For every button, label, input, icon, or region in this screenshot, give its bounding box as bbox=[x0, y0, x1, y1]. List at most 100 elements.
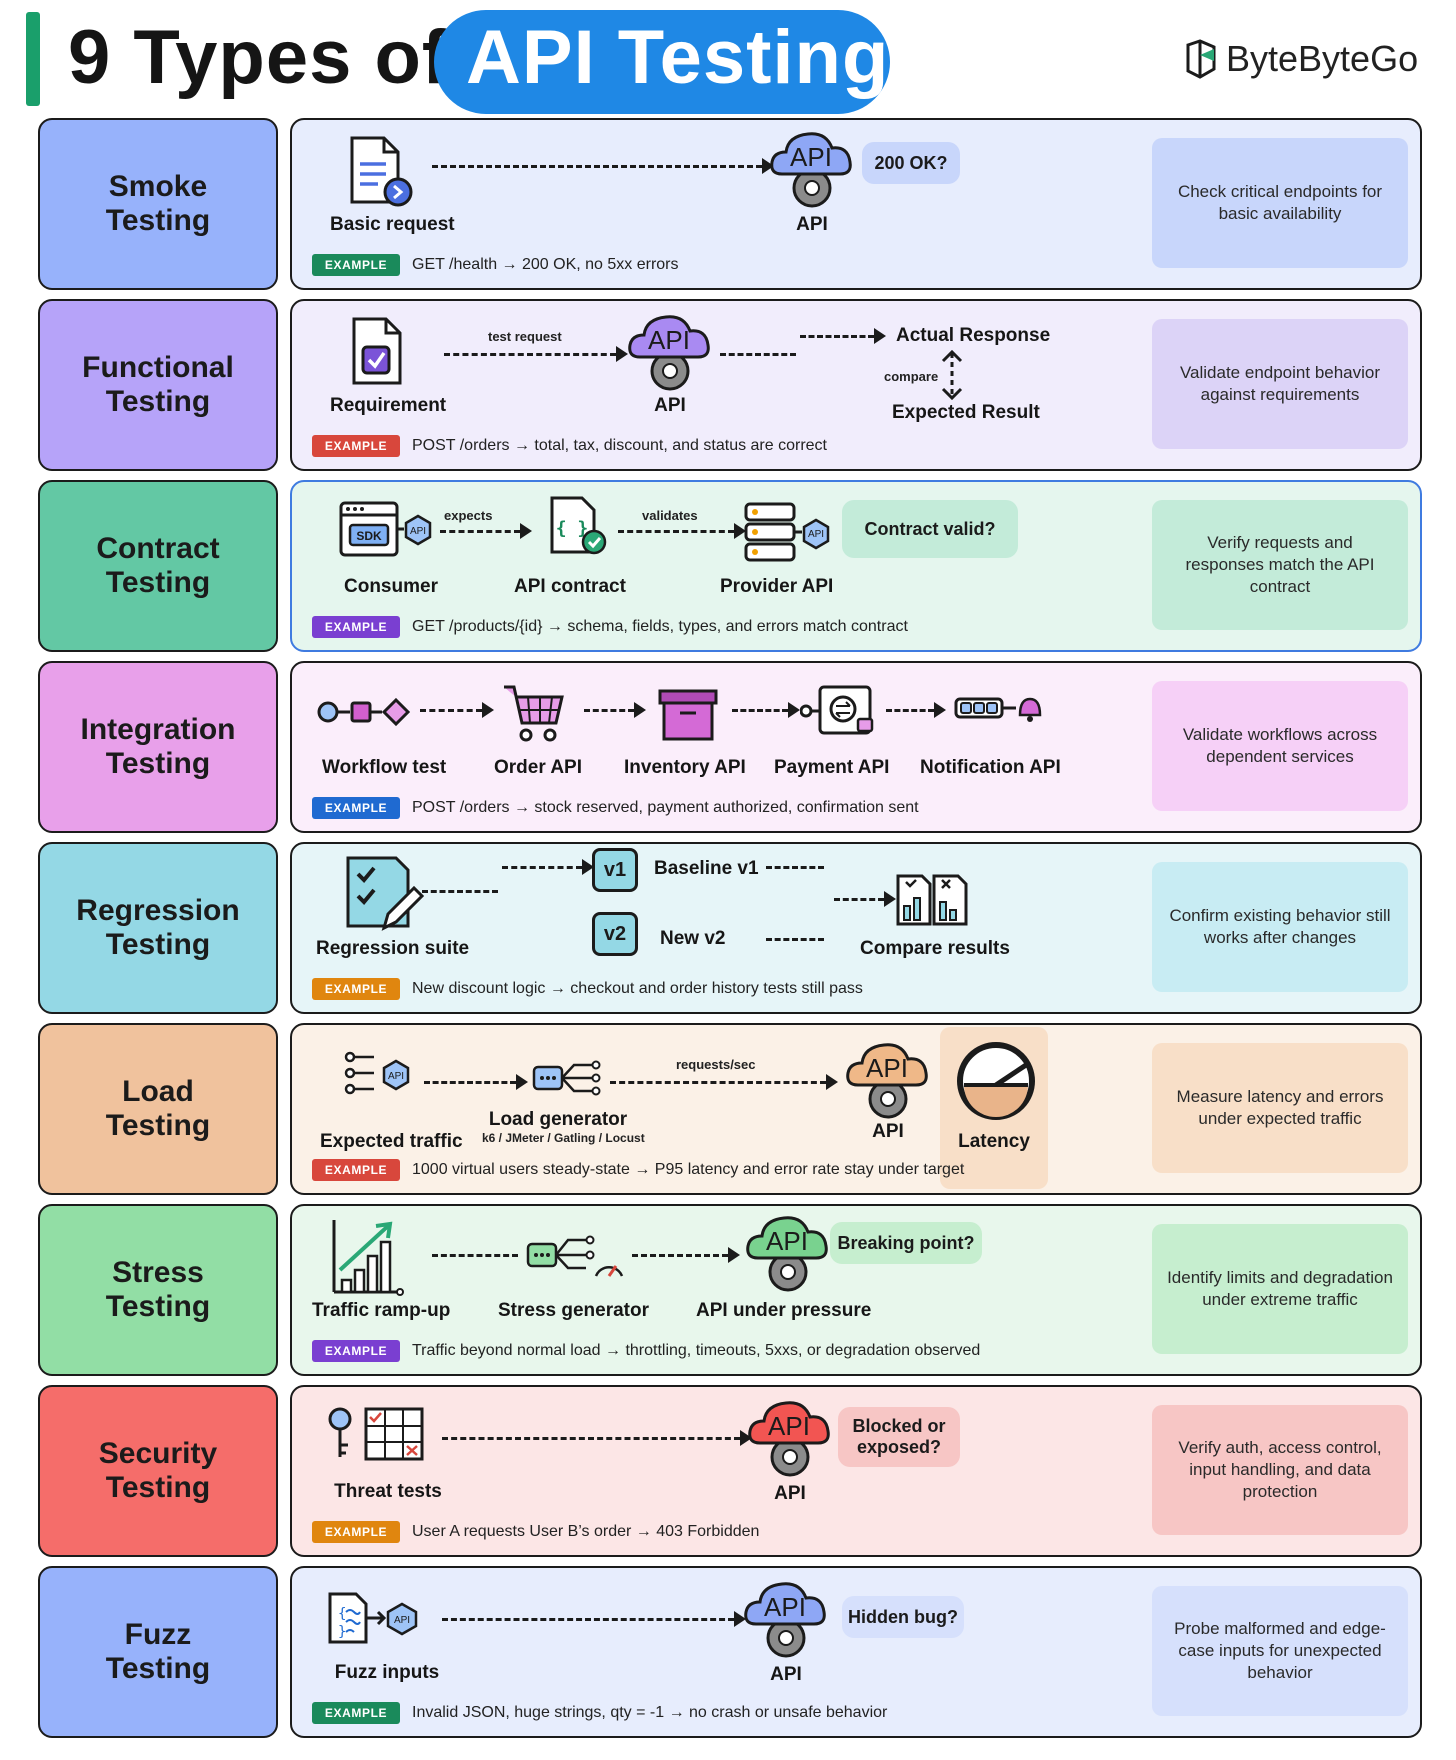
page-title: 9 Types of bbox=[68, 15, 449, 100]
node-threat-tests: Threat tests bbox=[334, 1481, 442, 1502]
label-card: Regression Testing bbox=[38, 842, 278, 1014]
arrow-head bbox=[874, 328, 886, 344]
arrow-head bbox=[788, 702, 800, 718]
row-title: Fuzz Testing bbox=[105, 1618, 211, 1685]
example-text: Traffic beyond normal load → throttling,… bbox=[412, 1342, 981, 1359]
api-cloud-icon: API bbox=[746, 1216, 828, 1292]
example-text: GET /products/{id} → schema, fields, typ… bbox=[412, 618, 908, 635]
svg-text:API: API bbox=[866, 1053, 908, 1083]
description-text: Measure latency and errors under expecte… bbox=[1176, 1086, 1384, 1128]
node-api: API bbox=[770, 1664, 802, 1685]
example-text: New discount logic → checkout and order … bbox=[412, 980, 863, 997]
example-badge: EXAMPLE bbox=[312, 1159, 400, 1181]
example-badge: EXAMPLE bbox=[312, 616, 400, 638]
example-badge: EXAMPLE bbox=[312, 435, 400, 457]
flow-arrow bbox=[618, 530, 734, 533]
example-text: POST /orders → total, tax, discount, and… bbox=[412, 437, 827, 454]
description-text: Verify requests and responses match the … bbox=[1185, 532, 1375, 597]
node-consumer: Consumer bbox=[344, 576, 438, 597]
diagram-panel: Workflow test Order API Inventory API bbox=[290, 661, 1422, 833]
brand-logo: ByteByteGo bbox=[1184, 38, 1418, 80]
node-fuzz-inputs: Fuzz inputs bbox=[334, 1662, 440, 1683]
header: 9 Types of API Testing ByteByteGo bbox=[0, 0, 1456, 118]
svg-text:SDK: SDK bbox=[356, 529, 382, 543]
description-box: Validate endpoint behavior against requi… bbox=[1152, 319, 1408, 449]
arrow-head bbox=[934, 702, 946, 718]
node-api: API bbox=[774, 1483, 806, 1504]
description-text: Probe malformed and edge-case inputs for… bbox=[1174, 1618, 1386, 1683]
node-new-v2: New v2 bbox=[660, 928, 726, 949]
diagram-panel: Requirement test request API API Actual … bbox=[290, 299, 1422, 471]
flow-arrow bbox=[502, 866, 582, 869]
flow-arrow bbox=[834, 898, 884, 901]
row-title: Integration Testing bbox=[80, 713, 236, 780]
label-card: Stress Testing bbox=[38, 1204, 278, 1376]
row-contract-testing: Contract Testing SDK API Consumer expect… bbox=[38, 480, 1422, 652]
description-text: Validate endpoint behavior against requi… bbox=[1179, 362, 1381, 404]
node-expected-result: Expected Result bbox=[892, 402, 1040, 423]
node-latency: Latency bbox=[958, 1131, 1030, 1152]
api-cloud-icon: API bbox=[770, 132, 852, 208]
bytebytego-logo-icon bbox=[1186, 39, 1216, 79]
traffic-ramp-up-icon bbox=[332, 1220, 404, 1296]
example-badge: EXAMPLE bbox=[312, 978, 400, 1000]
row-title: Smoke Testing bbox=[105, 170, 211, 237]
node-basic-request: Basic request bbox=[330, 214, 455, 235]
node-actual-response: Actual Response bbox=[896, 325, 1051, 346]
description-box: Identify limits and degradation under ex… bbox=[1152, 1224, 1408, 1354]
expected-traffic-icon: API bbox=[344, 1051, 410, 1095]
row-integration-testing: Integration Testing Workflow test Order … bbox=[38, 661, 1422, 833]
row-title: Stress Testing bbox=[105, 1256, 211, 1323]
diagram-panel: Regression suite v1 Baseline v1 v2 New v… bbox=[290, 842, 1422, 1014]
flow-arrow bbox=[442, 1437, 740, 1440]
provider-server-icon: API bbox=[744, 502, 830, 562]
label-card: Functional Testing bbox=[38, 299, 278, 471]
node-api: API bbox=[654, 395, 686, 416]
description-box: Validate workflows across dependent serv… bbox=[1152, 681, 1408, 811]
brand-name: ByteByteGo bbox=[1226, 38, 1419, 79]
api-cloud-icon: API bbox=[744, 1582, 826, 1658]
label-card: Integration Testing bbox=[38, 661, 278, 833]
status-question-pill: Blocked or exposed? bbox=[838, 1407, 960, 1467]
shopping-cart-icon bbox=[504, 685, 564, 742]
description-text: Check critical endpoints for basic avail… bbox=[1177, 181, 1383, 223]
node-load-generator: Load generator bbox=[488, 1109, 628, 1130]
row-smoke-testing: Smoke Testing Basic request API API 200 … bbox=[38, 118, 1422, 290]
threat-tests-icon bbox=[328, 1407, 424, 1461]
flow-arrow bbox=[422, 890, 498, 893]
edge-label-test-request: test request bbox=[488, 329, 562, 344]
example-text: GET /health → 200 OK, no 5xx errors bbox=[412, 256, 679, 273]
flow-arrow bbox=[432, 1254, 518, 1257]
load-generator-icon bbox=[532, 1060, 601, 1096]
api-cloud-icon: API bbox=[748, 1401, 830, 1477]
title-accent-bar bbox=[26, 12, 40, 106]
row-title: Load Testing bbox=[105, 1075, 211, 1142]
flow-arrow bbox=[420, 709, 482, 712]
svg-text:API: API bbox=[808, 529, 824, 540]
diagram-panel: API Expected traffic Load generator k6 /… bbox=[290, 1023, 1422, 1195]
regression-suite-icon bbox=[346, 856, 424, 931]
page-title-accent: API Testing bbox=[466, 15, 890, 100]
arrow-head bbox=[516, 1074, 528, 1090]
label-card: Load Testing bbox=[38, 1023, 278, 1195]
status-question-pill: 200 OK? bbox=[862, 142, 960, 184]
svg-text:API: API bbox=[394, 1615, 410, 1626]
svg-text:{ }: { } bbox=[556, 518, 589, 539]
node-compare-results: Compare results bbox=[860, 938, 1010, 959]
label-card: Security Testing bbox=[38, 1385, 278, 1557]
node-traffic-ramp-up: Traffic ramp-up bbox=[312, 1300, 451, 1321]
description-text: Validate workflows across dependent serv… bbox=[1182, 724, 1378, 766]
api-icon-text: API bbox=[790, 142, 832, 172]
label-card: Smoke Testing bbox=[38, 118, 278, 290]
row-fuzz-testing: Fuzz Testing { } API Fuzz inputs API API… bbox=[38, 1566, 1422, 1738]
svg-text:{: { bbox=[338, 1606, 346, 1622]
description-box: Confirm existing behavior still works af… bbox=[1152, 862, 1408, 992]
arrow-head bbox=[482, 702, 494, 718]
fuzz-inputs-icon: { } API bbox=[328, 1592, 418, 1644]
flow-arrow bbox=[766, 866, 824, 869]
node-expected-traffic: Expected traffic bbox=[320, 1131, 463, 1152]
description-text: Confirm existing behavior still works af… bbox=[1169, 905, 1391, 947]
row-security-testing: Security Testing Threat tests API API Bl… bbox=[38, 1385, 1422, 1557]
flow-arrow bbox=[766, 938, 824, 941]
document-request-icon bbox=[350, 136, 413, 207]
